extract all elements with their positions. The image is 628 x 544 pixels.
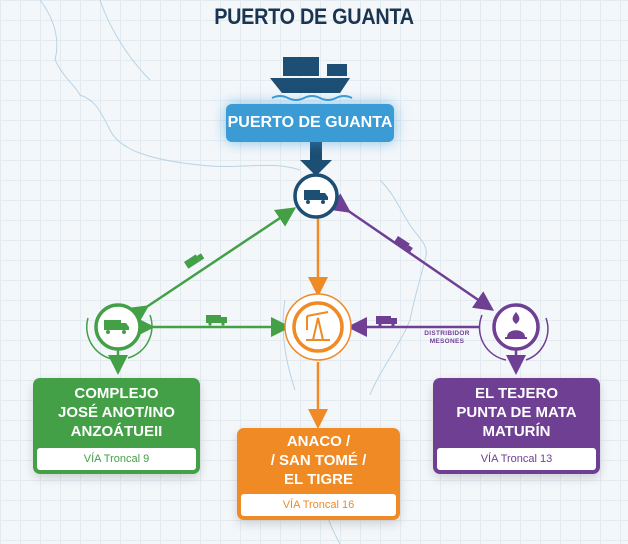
hub-truck-icon [304,190,328,204]
truck-icon [206,315,227,326]
page-title: PUERTO DE GUANTA [214,4,414,29]
node-west-line1: COMPLEJO [74,385,159,402]
distribuidor-line2: MESONES [429,338,465,345]
node-west[interactable]: COMPLEJO JOSÉ ANOT/INO ANZOÁTUEII VÍA Tr… [33,378,200,474]
node-center-line1: ANACO / [286,433,351,450]
truck-icon [184,253,205,269]
port-label: PUERTO DE GUANTA [227,114,393,131]
node-center[interactable]: ANACO / / SAN TOMÉ / EL TIGRE VÍA Tronca… [237,428,400,520]
port-box[interactable]: PUERTO DE GUANTA [226,104,394,142]
node-east-via: VÍA Troncal 13 [437,448,596,470]
west-truck-icon [104,320,129,334]
node-east[interactable]: EL TEJERO PUNTA DE MATA MATURÍN VÍA Tron… [433,378,600,474]
gas-flame-icon [505,312,527,339]
node-center-line2: / SAN TOMÉ / [270,452,367,469]
oil-pump-icon [306,311,330,341]
node-center-line3: EL TIGRE [284,471,353,488]
node-west-line3: ANZOÁTUEII [70,423,163,440]
distribuidor-line1: DISTRIBIDOR [424,330,470,337]
truck-icon [376,316,397,327]
node-east-line2: PUNTA DE MATA [456,404,577,421]
port-to-hub-arrow [300,142,332,176]
truck-icon [393,236,413,254]
cargo-ship-icon [270,57,353,101]
node-west-line2: JOSÉ ANOT/INO [58,404,175,421]
node-east-line3: MATURÍN [482,423,551,440]
node-west-via: VÍA Troncal 9 [37,448,196,470]
distribuidor-label: DISTRIBIDOR MESONES [412,330,482,346]
node-center-via: VÍA Troncal 16 [241,494,396,516]
node-east-line1: EL TEJERO [474,385,559,402]
